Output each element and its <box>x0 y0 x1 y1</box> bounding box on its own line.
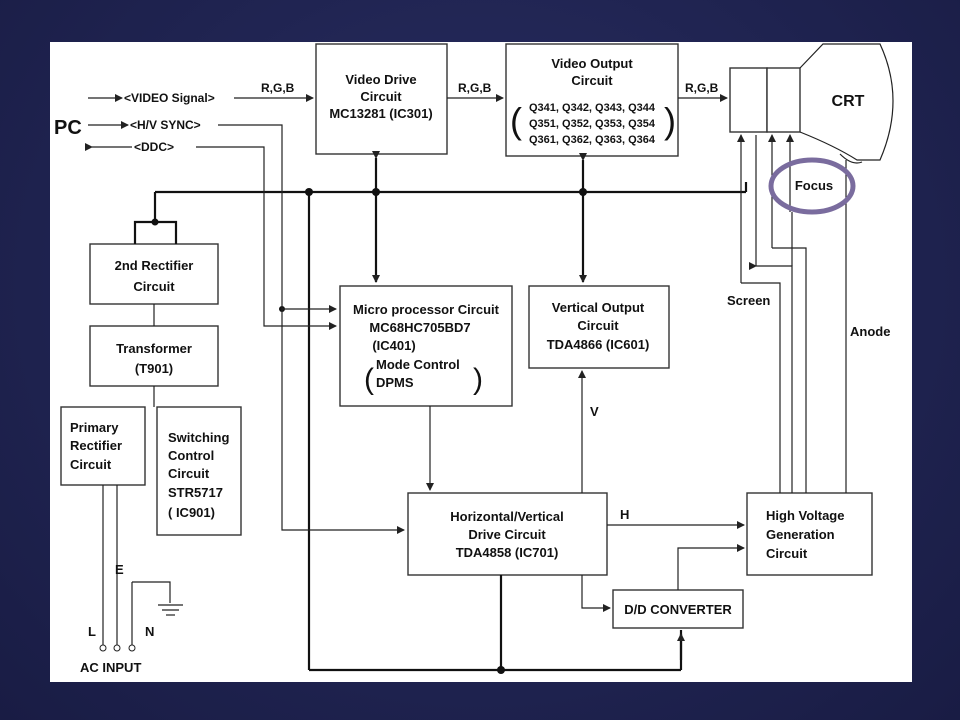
high-voltage-line1: High Voltage <box>766 508 844 523</box>
high-voltage-box <box>746 492 873 576</box>
switching-line3: Circuit <box>168 466 210 481</box>
video-output-parts-2: Q351, Q352, Q353, Q354 <box>529 118 656 130</box>
switching-box <box>156 406 242 536</box>
transformer-box <box>89 325 219 387</box>
rgb-label-1: R,G,B <box>261 81 295 95</box>
junction-dots <box>151 188 587 674</box>
switching-line5: ( IC901) <box>168 505 215 520</box>
pc-label: PC <box>54 117 82 139</box>
primary-rectifier-line1: Primary <box>70 420 119 435</box>
video-output-subtitle: Circuit <box>571 73 613 88</box>
high-voltage-line3: Circuit <box>766 546 808 561</box>
crt-monitor-block-diagram: PC <VIDEO Signal> <H/V SYNC> <DDC> R,G,B… <box>54 43 894 675</box>
micro-paren-right: ) <box>473 363 483 396</box>
video-output-paren-left: ( <box>510 100 522 141</box>
video-output-title: Video Output <box>551 56 633 71</box>
video-drive-box <box>315 43 448 155</box>
hv-drive-subtitle: Drive Circuit <box>468 527 546 542</box>
crt-label: CRT <box>832 93 865 110</box>
video-signal-label: <VIDEO Signal> <box>124 91 215 105</box>
sync-signal-label: <H/V SYNC> <box>130 118 201 132</box>
micro-mode: Mode Control <box>376 357 460 372</box>
vertical-box <box>528 285 670 369</box>
video-output-parts-1: Q341, Q342, Q343, Q344 <box>529 102 656 114</box>
transformer-title: Transformer <box>116 341 192 356</box>
v-signal-label: V <box>590 404 599 419</box>
transformer-ref: (T901) <box>135 361 173 376</box>
primary-rectifier-line3: Circuit <box>70 457 112 472</box>
micro-box <box>339 285 513 407</box>
micro-title: Micro processor Circuit <box>353 302 500 317</box>
vertical-title: Vertical Output <box>552 300 645 315</box>
video-drive-ic: MC13281 (IC301) <box>329 106 432 121</box>
dd-converter-label: D/D CONVERTER <box>624 602 732 617</box>
ac-input-label: AC INPUT <box>80 660 141 675</box>
high-voltage-line2: Generation <box>766 527 835 542</box>
rectifier2-box <box>89 243 219 305</box>
focus-label: Focus <box>795 178 833 193</box>
anode-label: Anode <box>850 324 890 339</box>
micro-ic: (IC401) <box>372 338 415 353</box>
primary-rectifier-box <box>60 406 146 486</box>
micro-paren-left: ( <box>364 363 374 396</box>
video-output-paren-right: ) <box>664 100 676 141</box>
h-signal-label: H <box>620 507 629 522</box>
vertical-ic: TDA4866 (IC601) <box>547 337 650 352</box>
video-drive-title: Video Drive <box>345 72 416 87</box>
ac-input-wiring <box>99 485 183 652</box>
switching-line2: Control <box>168 448 214 463</box>
hv-drive-box <box>407 492 608 576</box>
hv-drive-ic: TDA4858 (IC701) <box>456 545 559 560</box>
switching-line1: Switching <box>168 430 229 445</box>
video-output-box <box>505 43 679 157</box>
vertical-subtitle: Circuit <box>577 318 619 333</box>
block-diagram-panel: PC <VIDEO Signal> <H/V SYNC> <DDC> R,G,B… <box>50 42 912 682</box>
video-output-parts-3: Q361, Q362, Q363, Q364 <box>529 134 656 146</box>
neutral-label: N <box>145 624 154 639</box>
focus-highlight-circle <box>768 157 856 215</box>
micro-part: MC68HC705BD7 <box>369 320 470 335</box>
line-label: L <box>88 624 96 639</box>
ddc-signal-label: <DDC> <box>134 140 174 154</box>
pc-signal-lines <box>85 94 405 534</box>
micro-dpms: DPMS <box>376 375 414 390</box>
rectifier2-title: 2nd Rectifier <box>115 258 194 273</box>
high-voltage-lines <box>737 134 847 493</box>
earth-label: E <box>115 562 124 577</box>
screen-label: Screen <box>727 293 770 308</box>
switching-line4: STR5717 <box>168 485 223 500</box>
dd-converter-box <box>612 589 744 629</box>
rgb-label-3: R,G,B <box>685 81 719 95</box>
crt-tube <box>729 43 894 164</box>
control-lines <box>426 370 745 660</box>
primary-rectifier-line2: Rectifier <box>70 438 122 453</box>
video-drive-subtitle: Circuit <box>360 89 402 104</box>
rgb-label-2: R,G,B <box>458 81 492 95</box>
hv-drive-title: Horizontal/Vertical <box>450 509 563 524</box>
rectifier2-subtitle: Circuit <box>133 279 175 294</box>
